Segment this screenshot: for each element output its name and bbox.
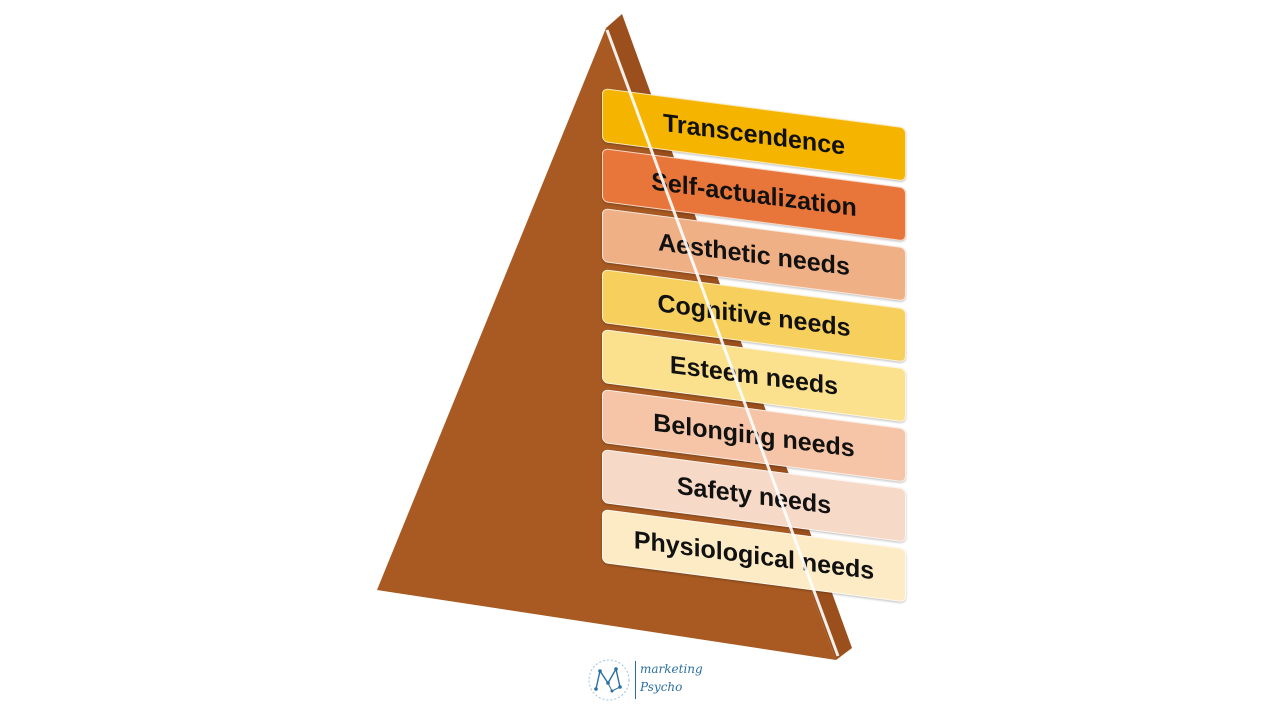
logo-text-line2: Psycho — [640, 680, 683, 694]
marketing-psycho-logo: marketing Psycho — [586, 657, 706, 705]
pyramid-level-label: Esteem needs — [669, 350, 839, 400]
constellation-mp-icon — [588, 659, 630, 701]
logo-text-line1: marketing — [640, 662, 703, 676]
pyramid-level-label: Safety needs — [676, 471, 832, 520]
pyramid-level-label: Transcendence — [662, 108, 846, 161]
logo-divider — [635, 661, 636, 699]
